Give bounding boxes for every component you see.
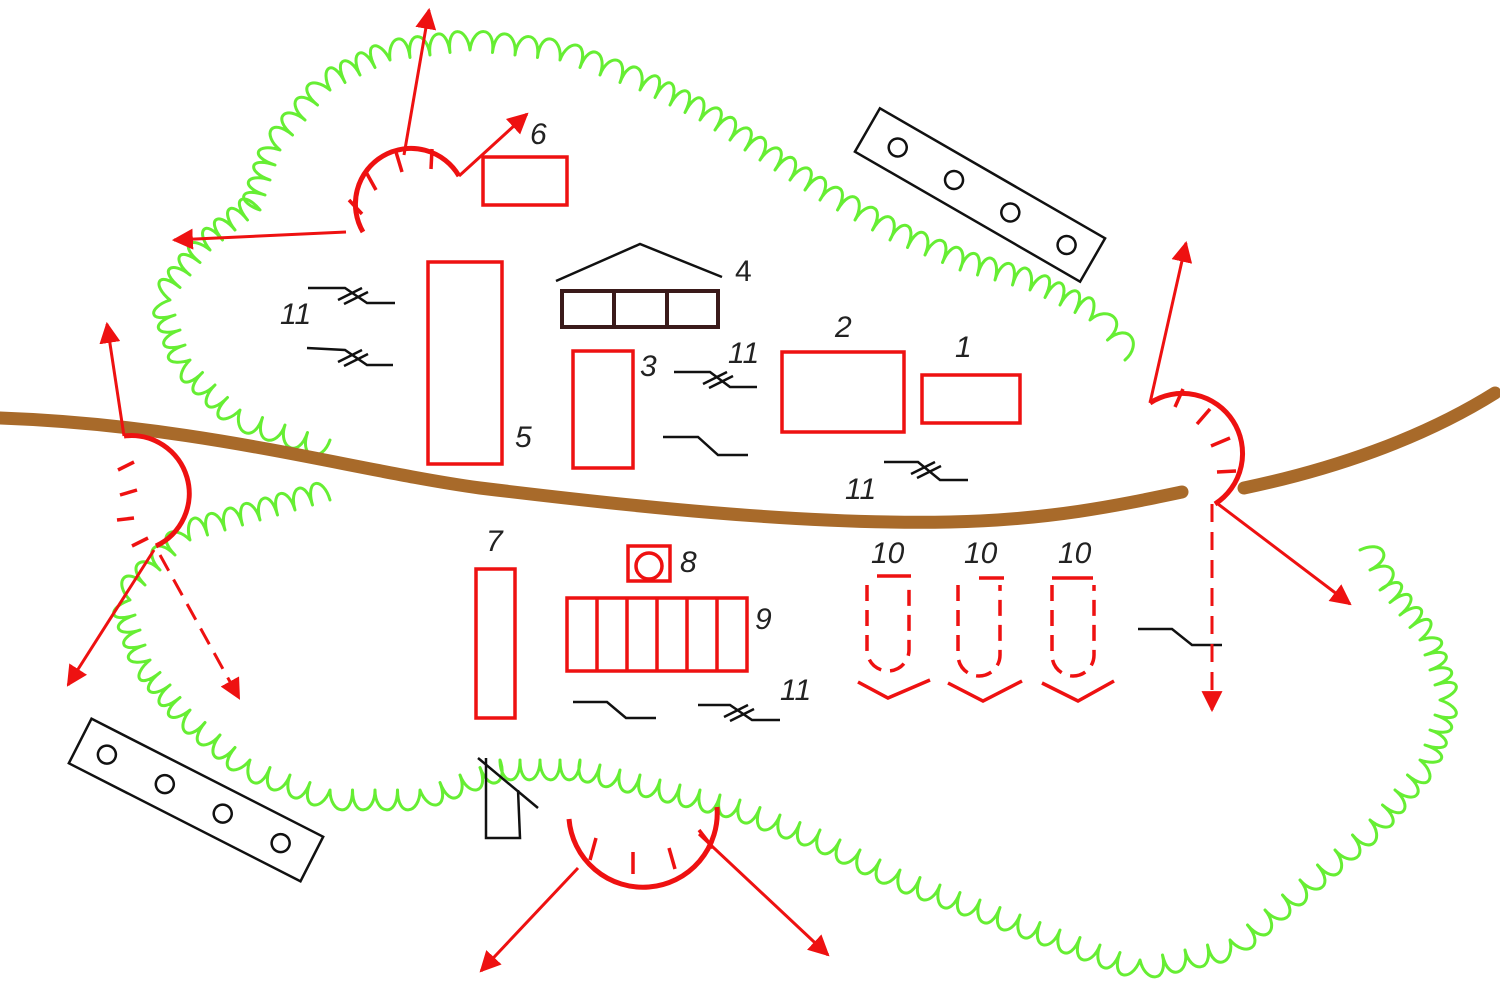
object-6: [481, 155, 569, 207]
obstacle-symbol: [1138, 627, 1222, 647]
label-1: 1: [955, 331, 972, 364]
trench-s: [566, 806, 720, 890]
forest-edge-lower: [112, 481, 1458, 979]
label-5: 5: [515, 421, 532, 454]
label-4: 4: [735, 255, 752, 288]
obstacle-symbol: [573, 700, 656, 720]
label-10-c: 10: [1058, 537, 1092, 570]
vehicle-column-sw: [67, 717, 325, 883]
vehicle-column-ne: [853, 106, 1107, 284]
fire-directions: [66, 7, 1352, 973]
gate-symbol: [477, 757, 539, 840]
obstacle-symbol: [674, 370, 757, 390]
object-10-c: [1041, 576, 1115, 703]
object-9: [565, 596, 749, 673]
label-9: 9: [755, 603, 772, 636]
obstacle-symbols: [306, 286, 1222, 723]
label-10-b: 10: [964, 537, 998, 570]
road: [0, 386, 1500, 529]
forest-edge-upper: [152, 30, 1135, 457]
object-2: [780, 350, 906, 434]
forest-area: [112, 30, 1458, 979]
trench-w: [116, 433, 192, 549]
object-10-a: [857, 574, 931, 700]
trench-e: [1148, 388, 1245, 507]
label-11-c: 11: [845, 473, 876, 506]
object-4-shelter: [555, 242, 723, 329]
object-5: [426, 260, 504, 466]
label-7: 7: [486, 525, 504, 558]
label-11-a: 11: [280, 298, 311, 331]
label-10-a: 10: [871, 537, 905, 570]
object-10-b: [947, 576, 1023, 703]
label-11-d: 11: [780, 674, 811, 707]
obstacle-symbol: [663, 435, 748, 457]
label-3: 3: [640, 350, 657, 383]
obstacle-symbol: [884, 460, 968, 482]
trench-nw: [347, 145, 462, 234]
object-8: [626, 544, 672, 583]
road-east: [1237, 386, 1500, 495]
obstacle-symbol: [698, 703, 780, 723]
label-6: 6: [530, 118, 547, 151]
label-11-b: 11: [728, 337, 759, 370]
labels: 1 2 3 4 5 6 7 8 9 10 10 10 11 11 11 11: [280, 118, 1092, 707]
object-7: [474, 567, 517, 720]
label-2: 2: [834, 311, 852, 344]
object-1: [920, 373, 1022, 425]
label-8: 8: [680, 546, 697, 579]
object-3: [571, 349, 635, 470]
road-main: [0, 411, 1189, 529]
obstacle-symbol: [306, 346, 393, 368]
obstacle-symbol: [308, 286, 395, 306]
